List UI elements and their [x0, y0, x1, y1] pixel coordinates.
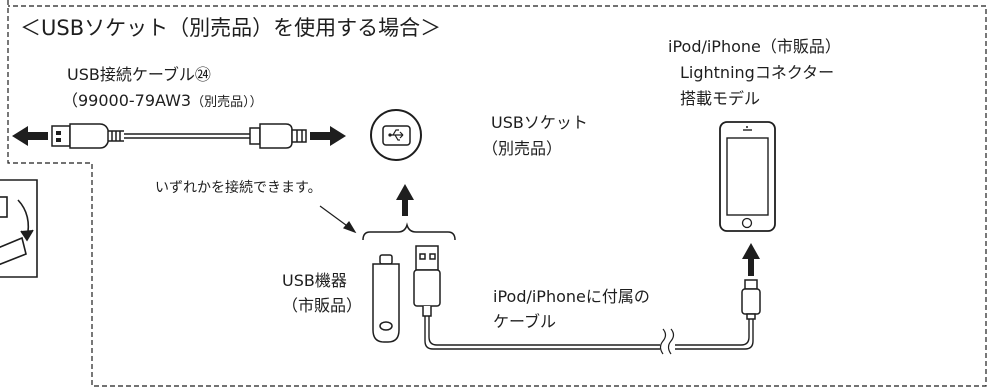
ipod-cable-line [424, 316, 754, 355]
either-connect-label: いずれかを接続できます。 [155, 180, 322, 196]
cable-right-arrow [310, 126, 346, 146]
ipod-connector-label: Lightningコネクター [680, 63, 835, 82]
ipod-cable-label-line2: ケーブル [493, 312, 557, 331]
usb-cable-part-number-text: （99000-79AW3 [62, 91, 192, 110]
usb-cable-part-note: （別売品）） [191, 95, 263, 110]
usb-socket-label: USBソケット [491, 113, 588, 132]
left-edge-partial-illustration [0, 179, 38, 278]
usb-device-icon [372, 254, 400, 343]
cable-left-arrow [12, 126, 48, 146]
page-title: ＜USBソケット（別売品）を使用する場合＞ [20, 16, 442, 40]
usb-device-note: （市販品） [282, 296, 363, 315]
ipod-model-label: 搭載モデル [680, 89, 761, 108]
up-arrow-to-iphone [742, 243, 760, 276]
usb-socket-icon [370, 109, 422, 161]
devices-bracket [362, 222, 456, 241]
dashed-region-border [7, 0, 987, 387]
usb-device-label: USB機器 [282, 271, 347, 290]
usb-connection-cable-icon [51, 123, 307, 149]
up-arrow-to-socket [396, 184, 414, 216]
lightning-connector-icon [741, 279, 761, 320]
usb-cable-label: USB接続ケーブル㉔ [67, 65, 211, 84]
ipod-label: iPod/iPhone（市販品） [668, 37, 841, 56]
either-pointer-line [319, 205, 357, 234]
usb-socket-note: （別売品） [482, 139, 563, 158]
usb-connector-plug-icon [413, 245, 441, 317]
usb-cable-part-number: （99000-79AW3（別売品）） [62, 91, 263, 111]
ipod-cable-label: iPod/iPhoneに付属の [493, 287, 650, 306]
iphone-icon [719, 121, 776, 232]
